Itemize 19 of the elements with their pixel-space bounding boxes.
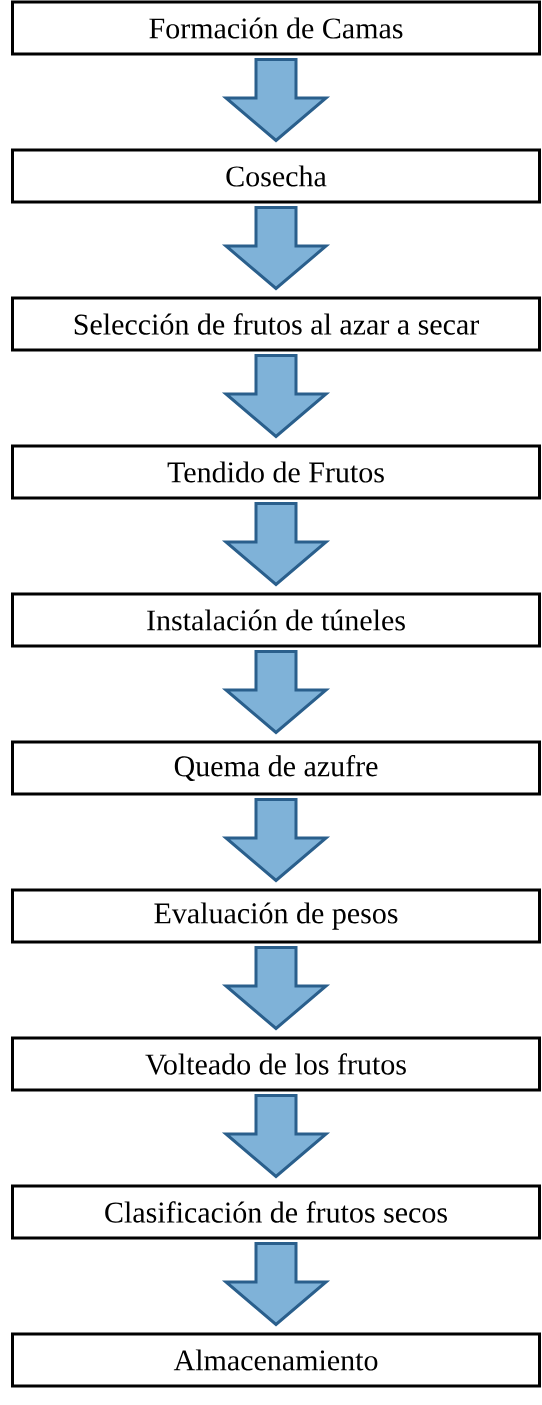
- process-box: Clasificación de frutos secos: [11, 1184, 541, 1240]
- block-arrow: [221, 502, 331, 587]
- process-box: Evaluación de pesos: [11, 888, 541, 944]
- process-box: Selección de frutos al azar a secar: [11, 296, 541, 352]
- process-box: Almacenamiento: [11, 1332, 541, 1388]
- block-arrow: [221, 354, 331, 439]
- block-arrow: [221, 650, 331, 735]
- process-box: Formación de Camas: [11, 0, 541, 56]
- process-box: Tendido de Frutos: [11, 444, 541, 500]
- block-arrow: [221, 206, 331, 291]
- block-arrow: [221, 946, 331, 1031]
- process-box: Quema de azufre: [11, 740, 541, 796]
- process-box: Instalación de túneles: [11, 592, 541, 648]
- process-box: Cosecha: [11, 148, 541, 204]
- block-arrow: [221, 1094, 331, 1179]
- block-arrow: [221, 1242, 331, 1327]
- block-arrow: [221, 798, 331, 883]
- block-arrow: [221, 58, 331, 143]
- process-box: Volteado de los frutos: [11, 1036, 541, 1092]
